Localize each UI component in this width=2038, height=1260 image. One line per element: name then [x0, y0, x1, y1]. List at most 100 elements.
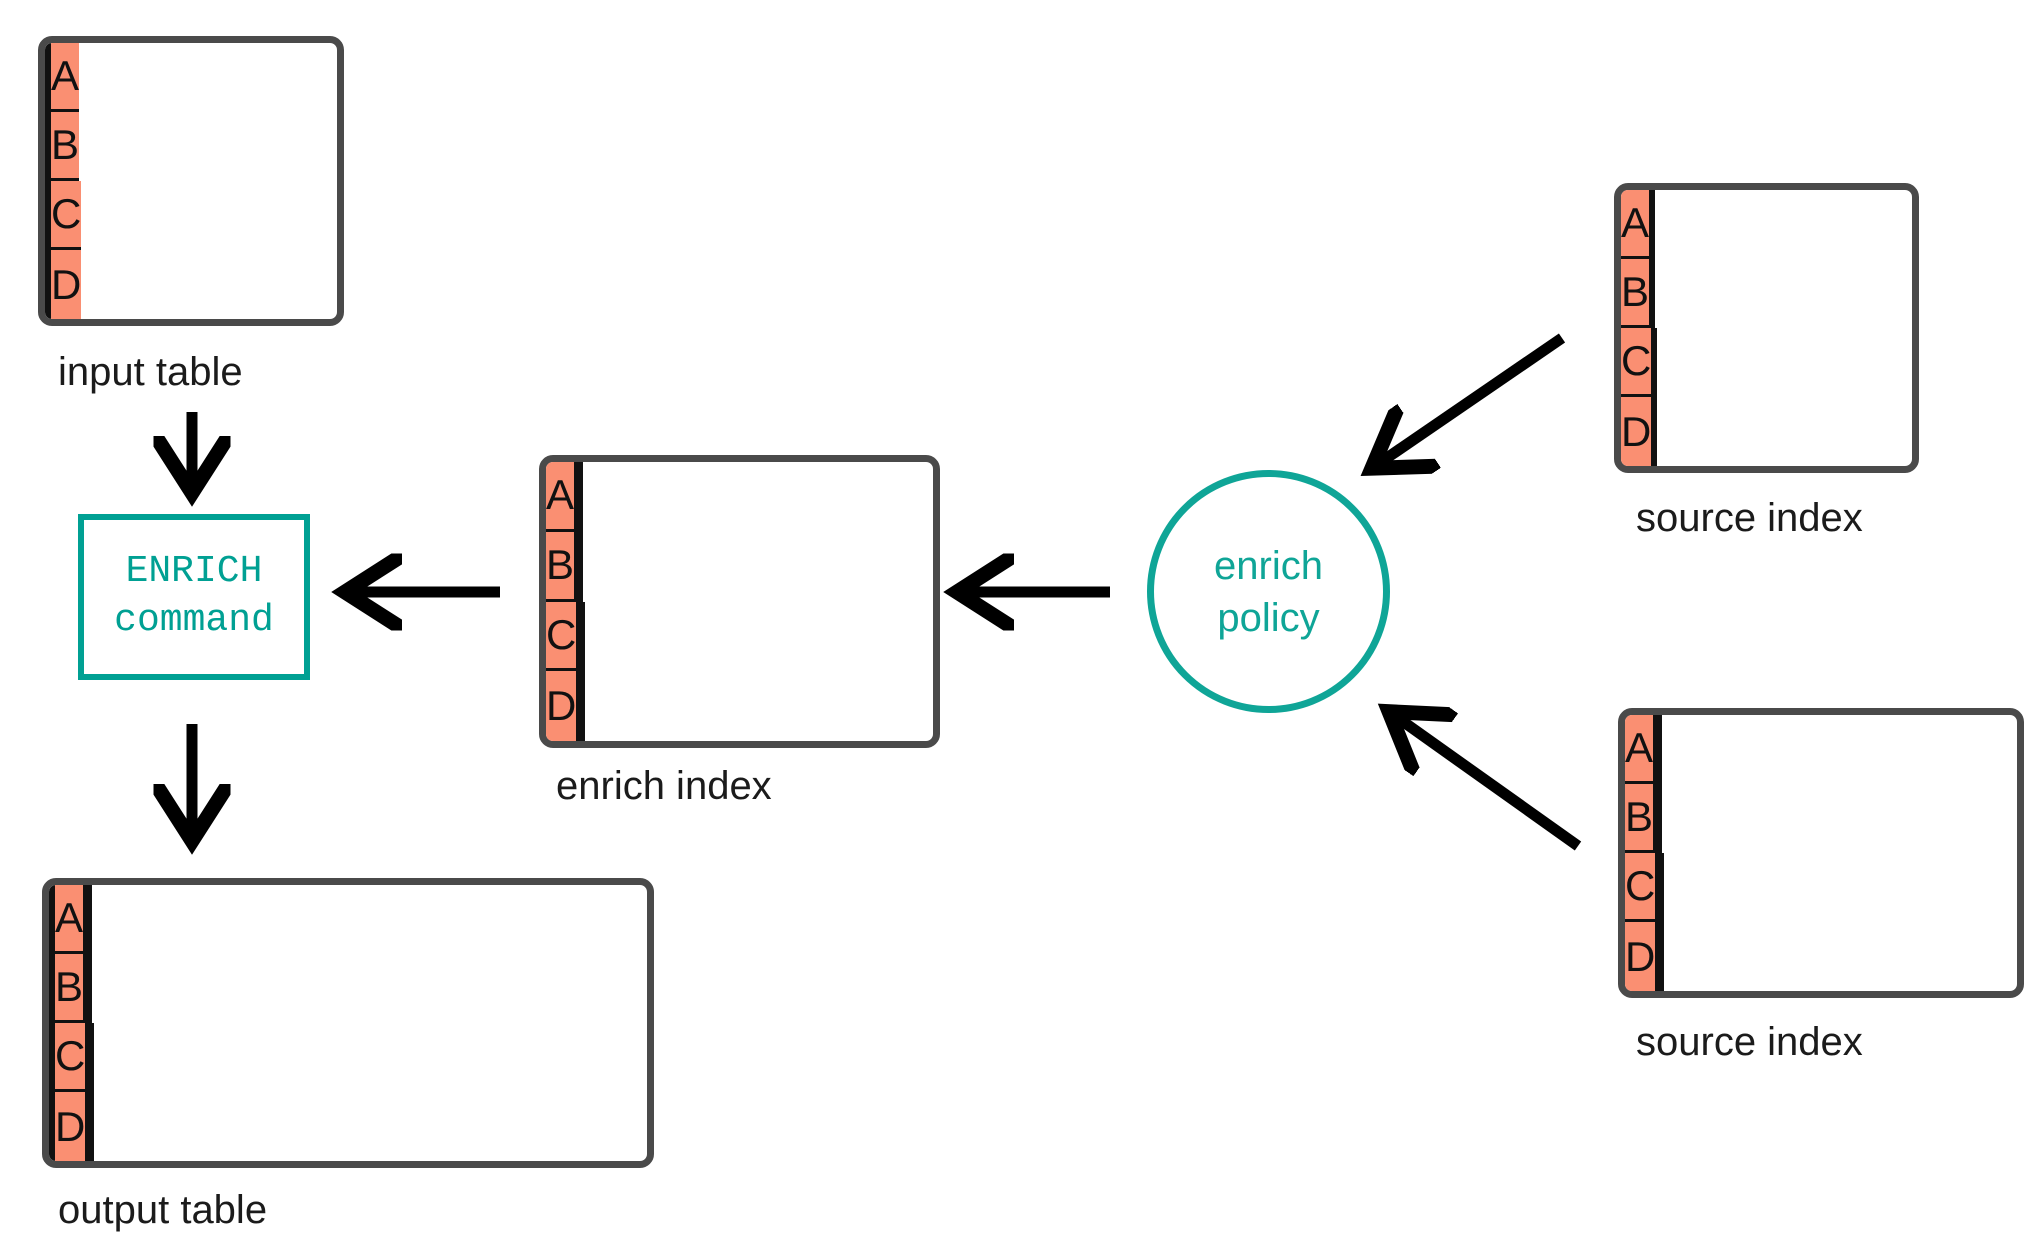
table-cell	[582, 671, 586, 741]
table-row: C	[1621, 328, 1912, 397]
table-cell	[1661, 853, 1665, 922]
table-cell	[1652, 259, 1656, 328]
table-cell	[1659, 784, 1663, 853]
table-cell	[49, 1092, 52, 1161]
table-row: A	[45, 43, 337, 112]
table-cell	[52, 1092, 55, 1161]
table-row: B	[546, 531, 933, 602]
table-cell: D	[1625, 922, 1659, 991]
table-cell	[49, 954, 52, 1023]
table-row: A	[1621, 190, 1912, 259]
table-cell	[577, 462, 581, 532]
table-row: C	[45, 181, 337, 250]
table-cell: C	[1625, 853, 1659, 922]
table-cell	[1656, 784, 1660, 853]
table-cell: D	[1621, 397, 1655, 466]
table-cell: D	[55, 1092, 89, 1161]
table-cell	[582, 601, 586, 672]
table-cell	[1659, 715, 1663, 784]
enrich-policy-line2: policy	[1217, 595, 1320, 640]
table-cell: C	[546, 601, 580, 672]
enrich-command-box[interactable]: ENRICH command	[78, 514, 310, 680]
table-row: A	[49, 885, 647, 954]
table-row: B	[49, 954, 647, 1023]
arrow-source-index-top-to-policy	[1381, 333, 1566, 462]
table-cell: A	[1625, 715, 1657, 784]
table-cell: C	[51, 181, 82, 250]
enrich-command-line2: command	[114, 599, 274, 642]
input-table-caption: input table	[58, 350, 243, 394]
arrow-source-index-bottom-to-policy	[1398, 718, 1582, 851]
table-cell	[52, 1023, 55, 1092]
table-cell: A	[546, 462, 578, 532]
table-cell	[89, 954, 93, 1023]
table-cell: B	[55, 954, 87, 1023]
table-row: D	[1621, 397, 1912, 466]
table-cell	[1661, 922, 1665, 991]
table-cell: A	[1621, 190, 1653, 259]
table-cell	[48, 43, 51, 112]
table-cell	[88, 1023, 92, 1092]
table-cell	[91, 1023, 95, 1092]
table-cell: B	[546, 531, 578, 602]
enrich-command-line1: ENRICH	[125, 550, 263, 594]
table-cell	[48, 112, 51, 181]
table-row: C	[546, 601, 933, 672]
table-row: D	[546, 671, 933, 741]
output-table-caption: output table	[58, 1188, 268, 1232]
enrich-index-caption: enrich index	[556, 764, 772, 808]
table-cell	[49, 1023, 52, 1092]
table-cell: B	[1625, 784, 1657, 853]
table-cell: B	[1621, 259, 1653, 328]
table-cell	[1658, 922, 1662, 991]
table-cell: A	[55, 885, 87, 954]
table-cell	[580, 462, 584, 532]
table-cell	[52, 885, 55, 954]
table-row: B	[45, 112, 337, 181]
table-cell: D	[51, 250, 82, 319]
table-cell	[1654, 397, 1658, 466]
table-cell	[579, 601, 583, 672]
table-cell	[1652, 190, 1656, 259]
table-cell: C	[55, 1023, 89, 1092]
table-cell	[49, 885, 52, 954]
table-row: D	[45, 250, 337, 319]
table-row: D	[1625, 922, 2017, 991]
table-cell	[89, 885, 93, 954]
table-row: C	[1625, 853, 2017, 922]
table-cell	[45, 250, 48, 319]
enrich-policy-line1: enrich	[1214, 543, 1323, 588]
table-cell	[88, 1092, 92, 1161]
table-row: A	[1625, 715, 2017, 784]
source-index-bottom-caption: source index	[1636, 1020, 1863, 1064]
table-cell: D	[546, 671, 580, 741]
table-cell	[45, 181, 48, 250]
table-cell	[577, 531, 581, 602]
table-cell	[52, 954, 55, 1023]
table-cell: C	[1621, 328, 1655, 397]
table-row: B	[1625, 784, 2017, 853]
enrich-policy-circle[interactable]: enrich policy	[1147, 470, 1390, 713]
table-cell	[48, 181, 51, 250]
table-cell	[1658, 853, 1662, 922]
table-cell: B	[51, 112, 80, 181]
table-cell: A	[51, 43, 80, 112]
table-cell	[579, 671, 583, 741]
table-cell	[86, 885, 90, 954]
table-row: C	[49, 1023, 647, 1092]
table-cell	[1654, 328, 1658, 397]
table-row: B	[1621, 259, 1912, 328]
table-cell	[48, 250, 51, 319]
table-cell	[86, 954, 90, 1023]
table-cell	[91, 1092, 95, 1161]
table-row: D	[49, 1092, 647, 1161]
table-row: A	[546, 462, 933, 532]
table-cell	[580, 531, 584, 602]
table-cell	[45, 112, 48, 181]
source-index-top-caption: source index	[1636, 496, 1863, 540]
